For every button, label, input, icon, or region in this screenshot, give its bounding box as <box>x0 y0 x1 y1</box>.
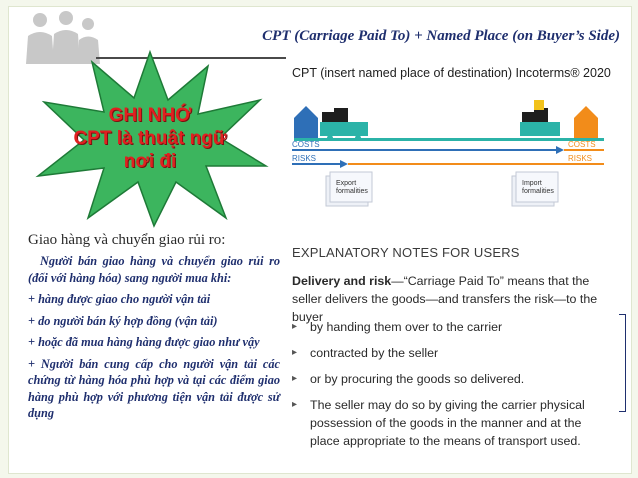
bullet-arrow-icon: ▸ <box>292 321 298 332</box>
truck-icon <box>320 108 368 141</box>
explanatory-notes-title: EXPLANATORY NOTES FOR USERS <box>292 245 520 260</box>
vn-paragraph-1: Người bán giao hàng và chuyển giao rủi r… <box>28 254 280 285</box>
vn-paragraph-2: + hàng được giao cho người vận tải <box>28 292 211 306</box>
bullets-bracket <box>619 314 626 412</box>
risks-label-right: RISKS <box>568 154 592 163</box>
import-label: Import formalities <box>522 180 554 196</box>
vietnamese-notes: Giao hàng và chuyển giao rủi ro: Người b… <box>28 232 280 427</box>
delivery-and-risk-label: Delivery and risk <box>292 274 392 288</box>
callout-text: GHI NHỚ CPT là thuật ngữ nơi đi <box>50 104 250 173</box>
bullet-arrow-icon: ▸ <box>292 373 298 384</box>
risks-label-left: RISKS <box>292 154 316 163</box>
callout-line-2: CPT là thuật ngữ <box>73 128 227 149</box>
bullet-text: The seller may do so by giving the carri… <box>310 398 585 448</box>
bullet-text: by handing them over to the carrier <box>310 320 503 334</box>
bullet-text: or by procuring the goods so delivered. <box>310 372 525 386</box>
list-item: ▸ contracted by the seller <box>292 344 614 362</box>
export-label-line-2: formalities <box>336 188 368 195</box>
list-item: ▸ The seller may do so by giving the car… <box>292 396 614 450</box>
import-formalities-doc <box>511 171 559 207</box>
header-divider <box>96 57 286 59</box>
list-item: ▸ by handing them over to the carrier <box>292 318 614 336</box>
export-formalities-doc <box>325 171 373 207</box>
list-item: ▸ or by procuring the goods so delivered… <box>292 370 614 388</box>
delivery-and-risk-description: —“Carriage Paid To” means that the selle… <box>292 274 598 324</box>
delivery-and-risk-text: Delivery and risk—“Carriage Paid To” mea… <box>292 272 612 326</box>
bullet-arrow-icon: ▸ <box>292 399 298 410</box>
delivery-heading: Giao hàng và chuyển giao rủi ro: <box>28 232 226 248</box>
costs-label-left: COSTS <box>292 140 320 149</box>
costs-label-right: COSTS <box>568 140 596 149</box>
export-label: Export formalities <box>336 180 368 196</box>
import-label-line-2: formalities <box>522 188 554 195</box>
slide-title: CPT (Carriage Paid To) + Named Place (on… <box>262 28 620 44</box>
export-label-line-1: Export <box>336 180 357 187</box>
callout-line-3: nơi đi <box>123 151 177 172</box>
seller-warehouse-icon <box>294 106 318 138</box>
business-people-logo-icon <box>26 11 100 64</box>
callout-line-1: GHI NHỚ <box>108 105 192 126</box>
import-label-line-1: Import <box>522 180 542 187</box>
incoterms-title: CPT (insert named place of destination) … <box>292 66 611 80</box>
starburst-callout <box>35 49 269 228</box>
notes-bullet-list: ▸ by handing them over to the carrier ▸ … <box>292 318 614 458</box>
bullet-text: contracted by the seller <box>310 346 439 360</box>
incoterms-cpt-diagram: COSTS COSTS RISKS RISKS <box>292 100 604 207</box>
bullet-arrow-icon: ▸ <box>292 347 298 358</box>
destination-truck-icon <box>520 100 560 136</box>
vn-paragraph-5: + Người bán cung cấp cho người vận tải c… <box>28 356 280 421</box>
vn-paragraph-3: + do người bán ký hợp đồng (vận tải) <box>28 313 218 328</box>
vn-paragraph-4: + hoặc đã mua hàng hàng được giao như vậ… <box>28 335 260 349</box>
buyer-warehouse-icon <box>574 106 598 138</box>
